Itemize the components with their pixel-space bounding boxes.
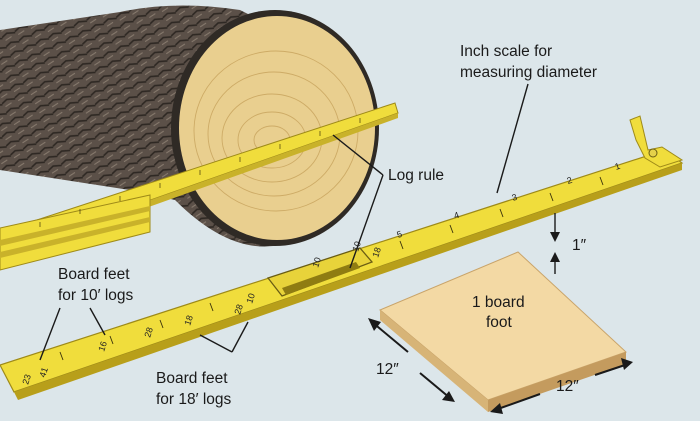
scale-mark: 10 [244, 292, 257, 305]
scale-mark: 16 [96, 340, 109, 353]
inch-numbers: 1 2 3 4 5 [396, 161, 622, 240]
slider-marks: 10 10 18 [310, 240, 383, 269]
bf18-label-line1: Board feet [156, 370, 228, 387]
scale-mark: 28 [232, 303, 245, 316]
inch-number: 3 [511, 192, 519, 203]
log-rule-label: Log rule [388, 167, 444, 184]
bf10-label-line2: for 10′ logs [58, 287, 134, 304]
leader-lines [39, 83, 556, 361]
callouts: Inch scale for measuring diameter Log ru… [58, 43, 597, 408]
slider-mark: 10 [310, 256, 323, 269]
bf18-label-line2: for 18′ logs [156, 391, 232, 408]
scale-mark: 18 [182, 314, 195, 327]
side-left-label: 12″ [376, 361, 399, 378]
thickness-label: 1″ [572, 237, 587, 254]
slider-mark: 18 [370, 246, 383, 259]
main-rule [0, 115, 684, 400]
scale-10ft-marks: 10 16 28 23 [20, 292, 257, 386]
log [0, 5, 379, 247]
board-foot-block [379, 251, 627, 412]
board-label-line1: 1 board [472, 294, 525, 311]
log-end-grain [179, 16, 375, 240]
scale-18ft-marks: 18 28 41 [37, 303, 245, 379]
scale-mark: 28 [142, 326, 155, 339]
board-label-line2: foot [486, 314, 513, 331]
inch-scale-label-line1: Inch scale for [460, 43, 552, 60]
scale-mark: 23 [20, 373, 33, 386]
inch-number: 1 [614, 161, 622, 172]
inch-number: 2 [566, 175, 574, 186]
inch-number: 4 [453, 210, 461, 221]
inch-number: 5 [396, 229, 404, 240]
side-right-label: 12″ [556, 378, 579, 395]
log-rule-on-log [0, 102, 399, 271]
dimension-arrows [368, 232, 633, 414]
slider-mark: 10 [350, 240, 363, 253]
bf10-label-line1: Board feet [58, 266, 130, 283]
scale-mark: 41 [37, 366, 50, 379]
inch-scale-label-line2: measuring diameter [460, 64, 597, 81]
